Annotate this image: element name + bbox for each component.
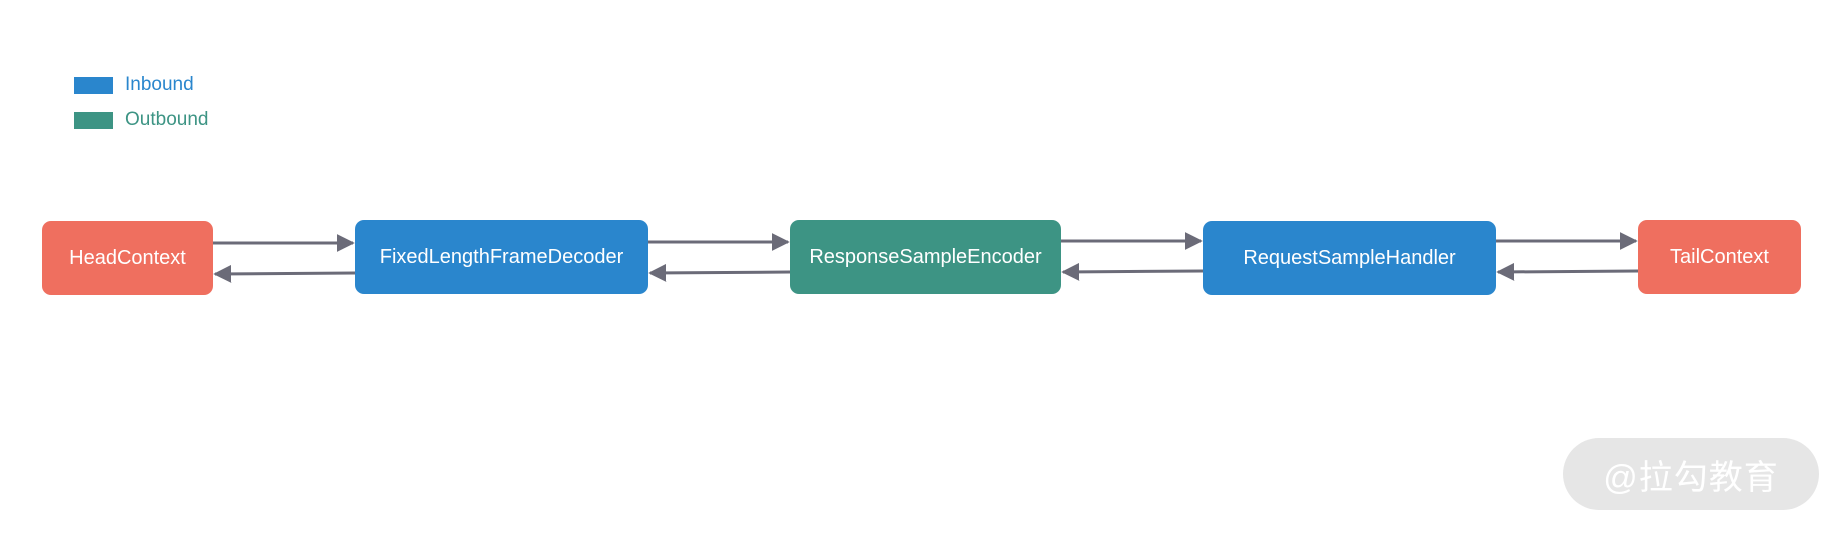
node-response-sample-encoder: ResponseSampleEncoder — [790, 220, 1061, 294]
arrow-backward-2 — [648, 263, 791, 282]
arrow-backward-4 — [1496, 262, 1639, 281]
node-fixed-length-frame-decoder: FixedLengthFrameDecoder — [355, 220, 648, 294]
watermark: @拉勾教育 — [1563, 438, 1819, 510]
legend-outbound-label: Outbound — [125, 109, 209, 130]
node-request-sample-handler: RequestSampleHandler — [1203, 221, 1496, 295]
arrow-backward-1 — [213, 264, 356, 283]
node-head-context: HeadContext — [42, 221, 213, 295]
arrow-backward-3 — [1061, 262, 1204, 281]
legend-outbound: Outbound — [74, 110, 208, 130]
legend-outbound-swatch — [74, 111, 113, 129]
legend-inbound: Inbound — [74, 75, 194, 95]
node-tail-context: TailContext — [1638, 220, 1801, 294]
legend-inbound-label: Inbound — [125, 74, 194, 95]
legend-inbound-swatch — [74, 76, 113, 94]
